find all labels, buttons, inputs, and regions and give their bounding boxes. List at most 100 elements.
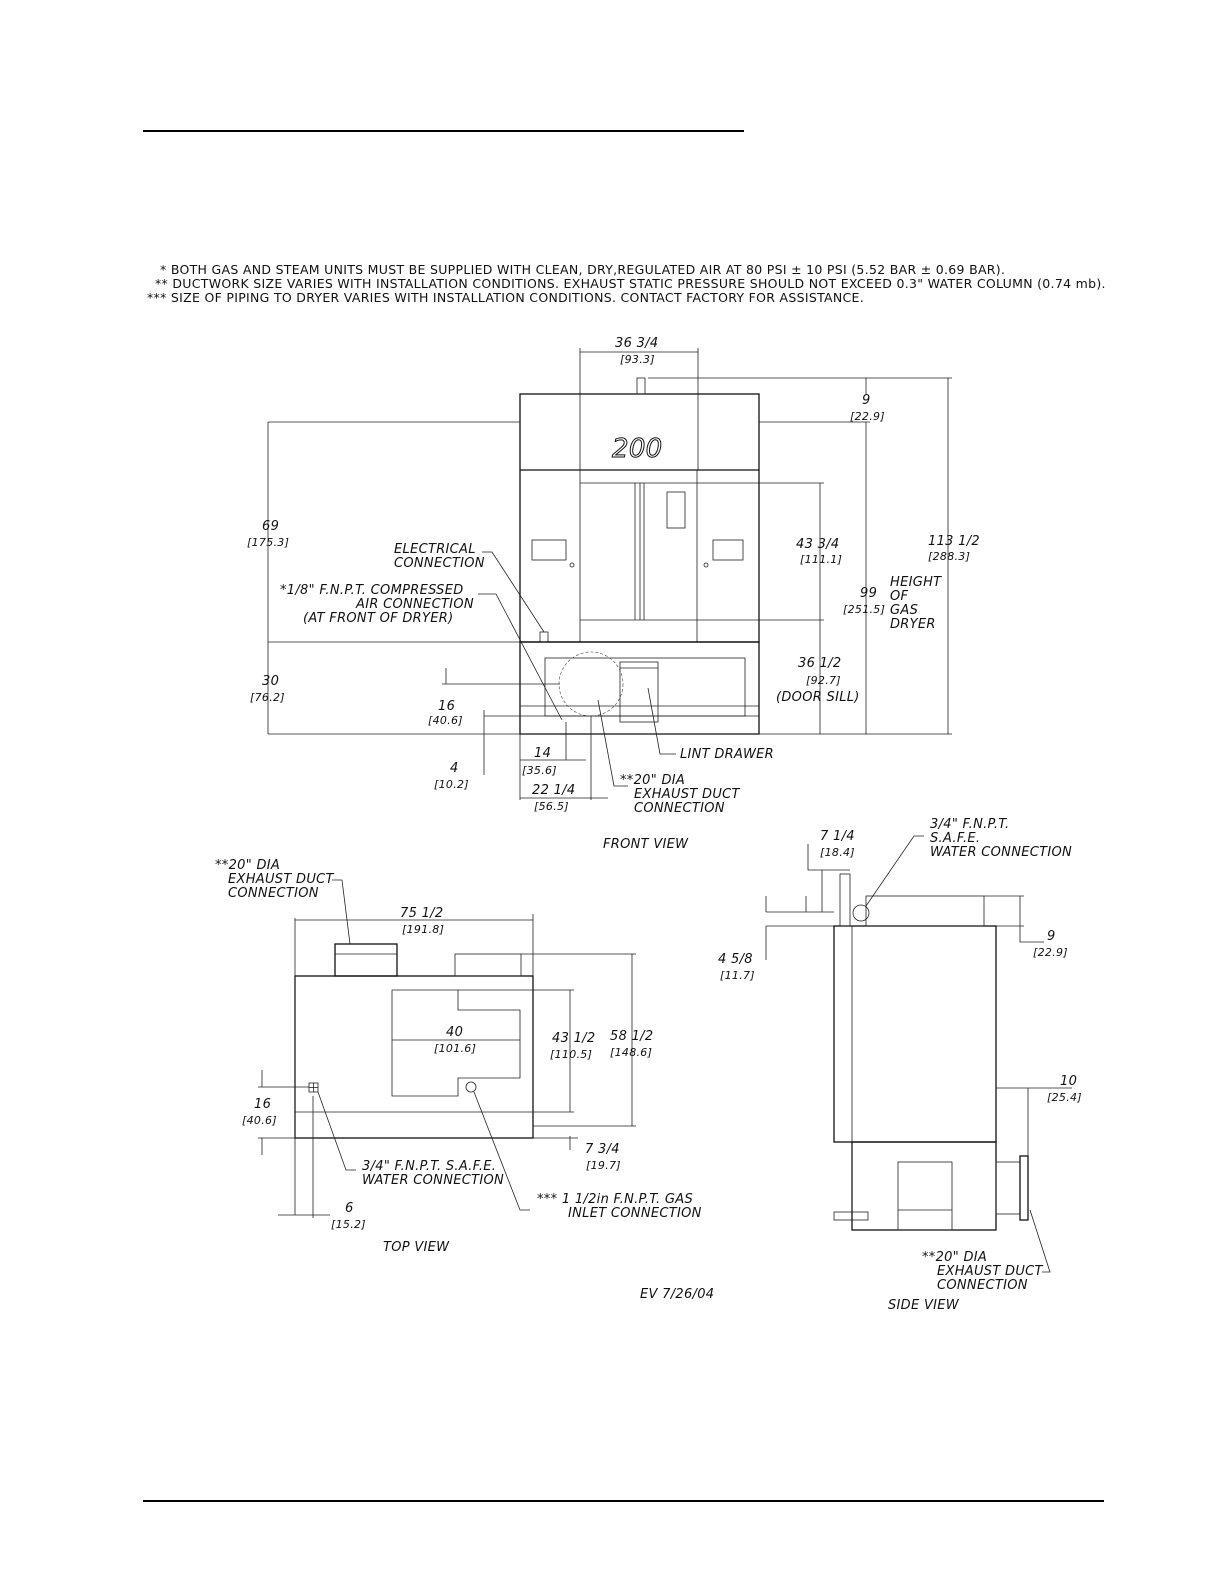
front-cabinet: [519, 393, 760, 643]
top-overall-depth-metric: [148.6]: [610, 1046, 652, 1059]
side-water-connection: [852, 904, 870, 922]
top-width-metric: [191.8]: [402, 923, 444, 936]
top-water-label-1: 3/4" F.N.P.T. S.A.F.E.: [362, 1159, 496, 1174]
top-exhaust-duct: [334, 943, 398, 977]
air-height-dim: 4: [450, 761, 459, 776]
footer-rule: [143, 1500, 1104, 1502]
electrical-box: [539, 631, 549, 643]
lint-drawer: [619, 661, 659, 723]
top-width-dim: 75 1/2: [400, 906, 443, 921]
top-water-offset-dim: 16: [254, 1097, 271, 1112]
top-inner-width-metric: [101.6]: [434, 1042, 476, 1055]
lint-drawer-label: LINT DRAWER: [680, 747, 774, 762]
duct-offset-dim: 22 1/4: [532, 783, 575, 798]
left-height-dim: 69: [262, 519, 279, 534]
door-height-dim: 43 3/4: [796, 537, 839, 552]
notes: * BOTH GAS AND STEAM UNITS MUST BE SUPPL…: [147, 262, 1106, 305]
front-base: [519, 641, 760, 735]
gas-inlet: [465, 1081, 477, 1093]
top-inner-depth-dim: 43 1/2: [552, 1031, 595, 1046]
side-foot: [833, 1211, 869, 1221]
exhaust-duct-circle: [558, 651, 624, 717]
air-label-3: (AT FRONT OF DRYER): [303, 611, 453, 626]
side-water-label-3: WATER CONNECTION: [930, 845, 1072, 860]
height-label-1: HEIGHT: [890, 575, 942, 590]
front-width-metric: [93.3]: [620, 353, 655, 366]
top-water-label-2: WATER CONNECTION: [362, 1173, 504, 1188]
air-offset-dim: 14: [534, 746, 551, 761]
top-gas-label-1: *** 1 1/2in F.N.P.T. GAS: [537, 1192, 693, 1207]
air-offset-metric: [35.6]: [522, 764, 557, 777]
cabinet-height-dim: 99: [860, 586, 877, 601]
electrical-label-1: ELECTRICAL: [394, 542, 476, 557]
left-control-panel: [531, 539, 567, 561]
duct-height-metric: [40.6]: [428, 714, 463, 727]
side-duct-offset-dim: 10: [1060, 1074, 1077, 1089]
top-water-offset-metric: [40.6]: [242, 1114, 277, 1127]
front-width-dim: 36 3/4: [615, 336, 658, 351]
side-exhaust-label-2: EXHAUST DUCT: [937, 1264, 1044, 1279]
top-side-offset-metric: [15.2]: [331, 1218, 366, 1231]
base-height-dim: 30: [262, 674, 279, 689]
note-piping: *** SIZE OF PIPING TO DRYER VARIES WITH …: [147, 290, 864, 305]
air-height-metric: [10.2]: [434, 778, 469, 791]
top-front-offset-metric: [19.7]: [586, 1159, 621, 1172]
note-air-supply: * BOTH GAS AND STEAM UNITS MUST BE SUPPL…: [160, 262, 1005, 277]
front-top-pipe: [636, 377, 646, 395]
revision-stamp: EV 7/26/04: [640, 1287, 714, 1302]
model-number: 200: [612, 434, 663, 464]
side-exhaust-label-1: **20" DIA: [922, 1250, 987, 1265]
side-base: [851, 1141, 997, 1231]
top-body: [294, 975, 534, 1139]
overall-height-dim: 113 1/2: [928, 534, 980, 549]
note-ductwork: ** DUCTWORK SIZE VARIES WITH INSTALLATIO…: [155, 276, 1106, 291]
height-label-3: GAS: [890, 603, 918, 618]
top-inner-depth-metric: [110.5]: [550, 1048, 592, 1061]
door-height-metric: [111.1]: [800, 553, 842, 566]
top-view-title: TOP VIEW: [383, 1240, 450, 1255]
top-exhaust-label-1: **20" DIA: [215, 858, 280, 873]
top-view: 75 1/2 [191.8] 40 [101.6] 43 1/2 [110.5]…: [215, 858, 702, 1255]
side-view-title: SIDE VIEW: [888, 1298, 960, 1313]
base-height-metric: [76.2]: [250, 691, 285, 704]
overall-height-metric: [288.3]: [928, 550, 970, 563]
side-lint-drawer: [897, 1161, 953, 1231]
side-top-pipe: [839, 873, 851, 927]
front-exhaust-label-1: **20" DIA: [620, 773, 685, 788]
top-side-offset-dim: 6: [345, 1201, 354, 1216]
side-exhaust-label-3: CONNECTION: [937, 1278, 1028, 1293]
left-height-metric: [175.3]: [247, 536, 289, 549]
side-left-offset-metric: [11.7]: [720, 969, 755, 982]
top-gas-label-2: INLET CONNECTION: [568, 1206, 702, 1221]
side-top-box: [865, 895, 985, 927]
top-exhaust-label-3: CONNECTION: [228, 886, 319, 901]
side-left-offset-dim: 4 5/8: [718, 952, 753, 967]
side-pipe-offset-dim: 7 1/4: [820, 829, 855, 844]
door-window: [666, 491, 686, 529]
top-overall-depth-dim: 58 1/2: [610, 1029, 653, 1044]
side-water-label-1: 3/4" F.N.P.T.: [930, 817, 1009, 832]
electrical-label-2: CONNECTION: [394, 556, 485, 571]
front-top-offset-dim: 9: [862, 393, 871, 408]
front-exhaust-label-2: EXHAUST DUCT: [634, 787, 741, 802]
top-inner-width-dim: 40: [446, 1025, 463, 1040]
side-water-label-2: S.A.F.E.: [930, 831, 980, 846]
height-label-4: DRYER: [890, 617, 936, 632]
top-inner-outline: [391, 989, 521, 1097]
door-sill-dim: 36 1/2: [798, 656, 841, 671]
side-duct-offset-metric: [25.4]: [1047, 1091, 1082, 1104]
side-view: 7 1/4 [18.4] 4 5/8 [11.7] 9 [22.9] 10 [2…: [718, 817, 1082, 1313]
front-view: 200 36 3/4 [93.3] 9 [22.9] 113 1/2: [247, 336, 980, 852]
header-rule: [143, 130, 744, 132]
side-exhaust-duct: [995, 1161, 1021, 1215]
front-top-offset-metric: [22.9]: [850, 410, 885, 423]
side-pipe-offset-metric: [18.4]: [820, 846, 855, 859]
side-cabinet: [833, 925, 997, 1143]
front-exhaust-label-3: CONNECTION: [634, 801, 725, 816]
side-top-offset-metric: [22.9]: [1033, 946, 1068, 959]
height-label-2: OF: [890, 589, 909, 604]
top-exhaust-label-2: EXHAUST DUCT: [228, 872, 335, 887]
cabinet-height-metric: [251.5]: [843, 603, 885, 616]
duct-offset-metric: [56.5]: [534, 800, 569, 813]
